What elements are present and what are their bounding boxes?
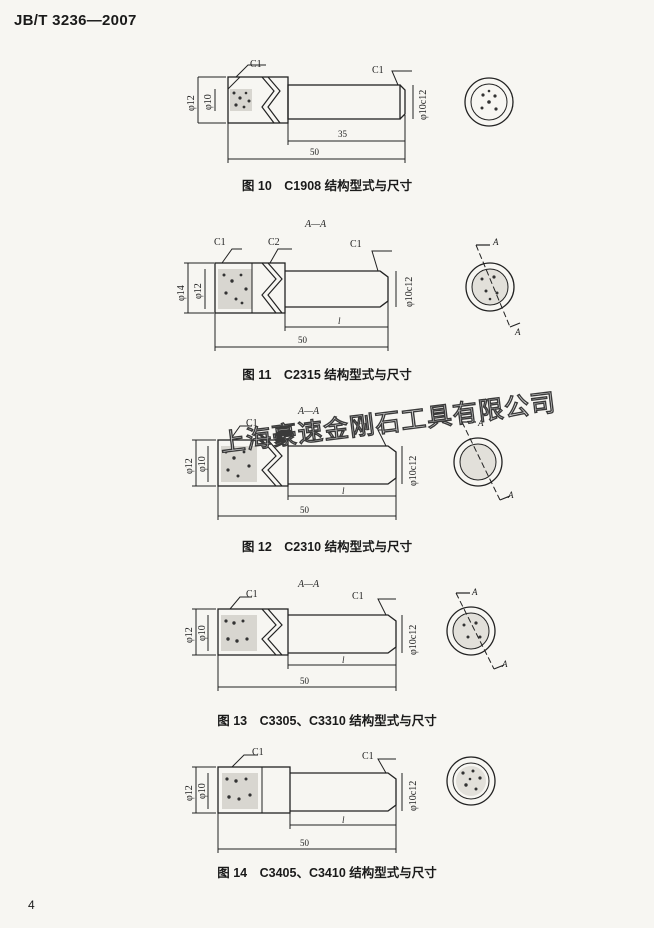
inner-diameter-label: φ10 xyxy=(197,625,208,641)
outer-diameter-label: φ14 xyxy=(176,285,187,301)
chamfer-c1-label: C1 xyxy=(350,239,362,250)
outer-diameter-label: φ12 xyxy=(184,627,195,643)
figure-14-caption: 图 14 C3405、C3410 结构型式与尺寸 xyxy=(217,866,437,880)
chamfer-c1-label: C1 xyxy=(250,59,262,70)
shank-length-label: l xyxy=(342,486,345,496)
shank-diameter-label: φ10c12 xyxy=(404,277,415,307)
inner-diameter-label: φ10 xyxy=(203,94,214,110)
section-cut-label: A xyxy=(501,659,508,669)
total-length-label: 50 xyxy=(298,335,308,345)
section-cut-label: A xyxy=(477,418,484,428)
chamfer-c2-label: C2 xyxy=(268,237,280,248)
shank-diameter-label: φ10c12 xyxy=(418,90,429,120)
figure-14-drawing: C1 C1 φ12 φ10 φ10c12 l 50 xyxy=(184,747,496,853)
chamfer-c1-label: C1 xyxy=(356,422,368,433)
shank-diameter-label: φ10c12 xyxy=(408,625,419,655)
chamfer-c1-label: C1 xyxy=(246,418,258,429)
section-label: A—A xyxy=(304,219,327,230)
figure-11-caption: 图 11 C2315 结构型式与尺寸 xyxy=(242,368,412,382)
section-cut-label: A xyxy=(507,490,514,500)
section-cut-label: A xyxy=(514,327,521,337)
outer-diameter-label: φ12 xyxy=(184,458,195,474)
shank-length-label: l xyxy=(338,316,341,326)
chamfer-c1-label: C1 xyxy=(372,65,384,76)
figure-10-caption: 图 10 C1908 结构型式与尺寸 xyxy=(241,179,413,193)
chamfer-c1-label: C1 xyxy=(362,751,374,762)
chamfer-c1-label: C1 xyxy=(246,589,258,600)
shank-length-label: l xyxy=(342,815,345,825)
figure-13-drawing: A—A C1 C1 φ12 φ10 φ10c12 l 50 A A xyxy=(184,579,508,691)
inner-diameter-label: φ12 xyxy=(193,283,204,299)
total-length-label: 50 xyxy=(300,505,310,515)
shank-length-label: 35 xyxy=(338,129,348,139)
inner-diameter-label: φ10 xyxy=(197,783,208,799)
section-label: A—A xyxy=(297,406,320,417)
shank-length-label: l xyxy=(342,655,345,665)
section-cut-label: A xyxy=(492,237,499,247)
figure-12-drawing: A—A C1 C1 φ12 φ10 φ10c12 l 50 A A xyxy=(184,406,514,520)
section-cut-label: A xyxy=(471,587,478,597)
figure-10-drawing: C1 C1 φ12 φ10 φ10c12 35 50 xyxy=(186,59,514,163)
inner-diameter-label: φ10 xyxy=(197,456,208,472)
outer-diameter-label: φ12 xyxy=(184,785,195,801)
outer-diameter-label: φ12 xyxy=(186,95,197,111)
standard-number: JB/T 3236—2007 xyxy=(14,12,137,29)
shank-diameter-label: φ10c12 xyxy=(408,781,419,811)
section-label: A—A xyxy=(297,579,320,590)
chamfer-c1-label: C1 xyxy=(252,747,264,758)
figure-13-caption: 图 13 C3305、C3310 结构型式与尺寸 xyxy=(217,714,437,728)
chamfer-c1-label: C1 xyxy=(352,591,364,602)
shank-diameter-label: φ10c12 xyxy=(408,456,419,486)
figure-12-caption: 图 12 C2310 结构型式与尺寸 xyxy=(241,540,413,554)
total-length-label: 50 xyxy=(310,147,320,157)
page-number: 4 xyxy=(28,898,35,912)
total-length-label: 50 xyxy=(300,676,310,686)
total-length-label: 50 xyxy=(300,838,310,848)
figure-11-drawing: A—A C1 C2 C1 φ14 φ12 φ10c12 l 50 A A xyxy=(176,219,521,351)
chamfer-c1-label: C1 xyxy=(214,237,226,248)
